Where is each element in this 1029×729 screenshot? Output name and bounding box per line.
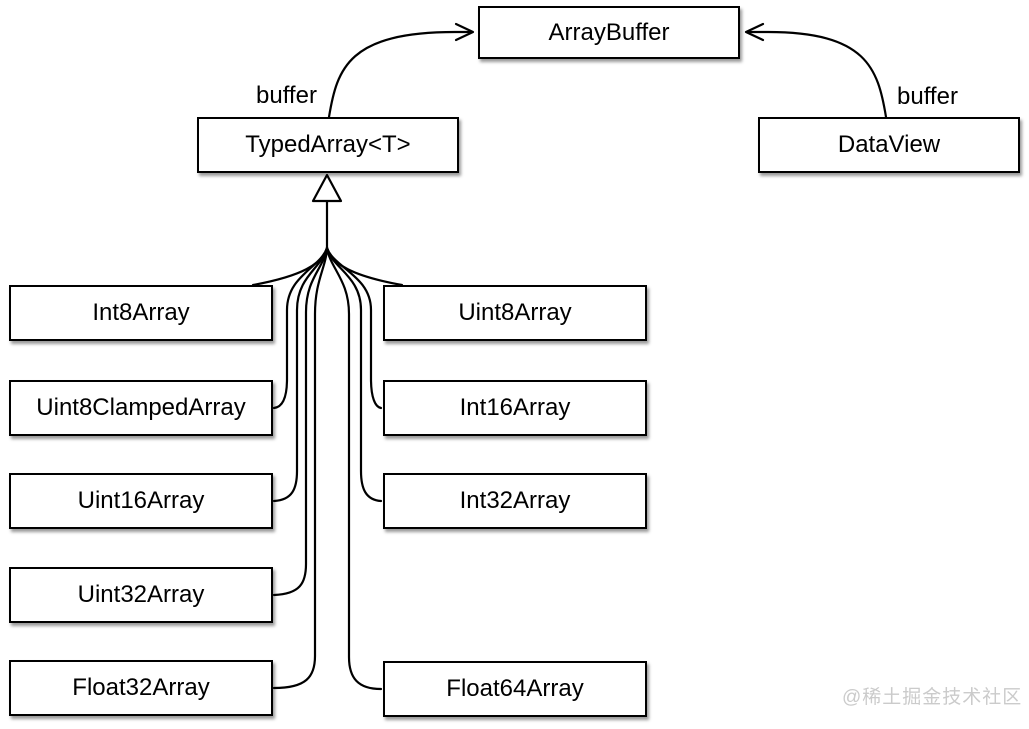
node-float32array: Float32Array [9,660,273,716]
node-typedarray-label: TypedArray<T> [245,131,411,158]
node-uint32array: Uint32Array [9,567,273,623]
node-uint32array-label: Uint32Array [77,581,205,608]
node-uint16array: Uint16Array [9,473,273,529]
node-int16array: Int16Array [383,380,647,436]
node-uint16array-label: Uint16Array [77,487,205,514]
node-int8array: Int8Array [9,285,273,341]
arrowhead-left-icon [744,22,765,42]
node-typedarray: TypedArray<T> [197,117,459,173]
node-int16array-label: Int16Array [459,394,571,421]
node-arraybuffer: ArrayBuffer [478,6,740,59]
arrowhead-right-icon [454,22,475,42]
node-arraybuffer-label: ArrayBuffer [548,18,670,46]
node-float32array-label: Float32Array [72,674,210,701]
node-uint8array-label: Uint8Array [458,299,572,326]
edge-label-buffer-right: buffer [897,83,958,110]
node-int8array-label: Int8Array [92,299,190,326]
inheritance-triangle-icon [311,173,343,203]
node-float64array: Float64Array [383,661,647,717]
edge-int16array [325,246,383,410]
edge-label-buffer-left: buffer [256,82,317,109]
edge-dataview-arraybuffer [747,30,888,119]
edge-uint16array [272,246,329,503]
edge-float32array [272,246,329,690]
edge-float64array [325,246,383,691]
node-dataview-label: DataView [837,131,941,158]
node-uint8clampedarray-label: Uint8ClampedArray [36,394,246,421]
node-dataview: DataView [758,117,1020,173]
edge-int32array [325,246,383,503]
edge-uint32array [272,246,329,597]
node-int32array-label: Int32Array [459,487,571,514]
node-uint8array: Uint8Array [383,285,647,341]
node-uint8clampedarray: Uint8ClampedArray [9,380,273,436]
node-int32array: Int32Array [383,473,647,529]
node-float64array-label: Float64Array [446,675,584,702]
edge-typedarray-arraybuffer [327,30,472,119]
edge-uint8clampedarray [272,246,329,410]
watermark-text: @稀土掘金技术社区 [842,687,1023,708]
